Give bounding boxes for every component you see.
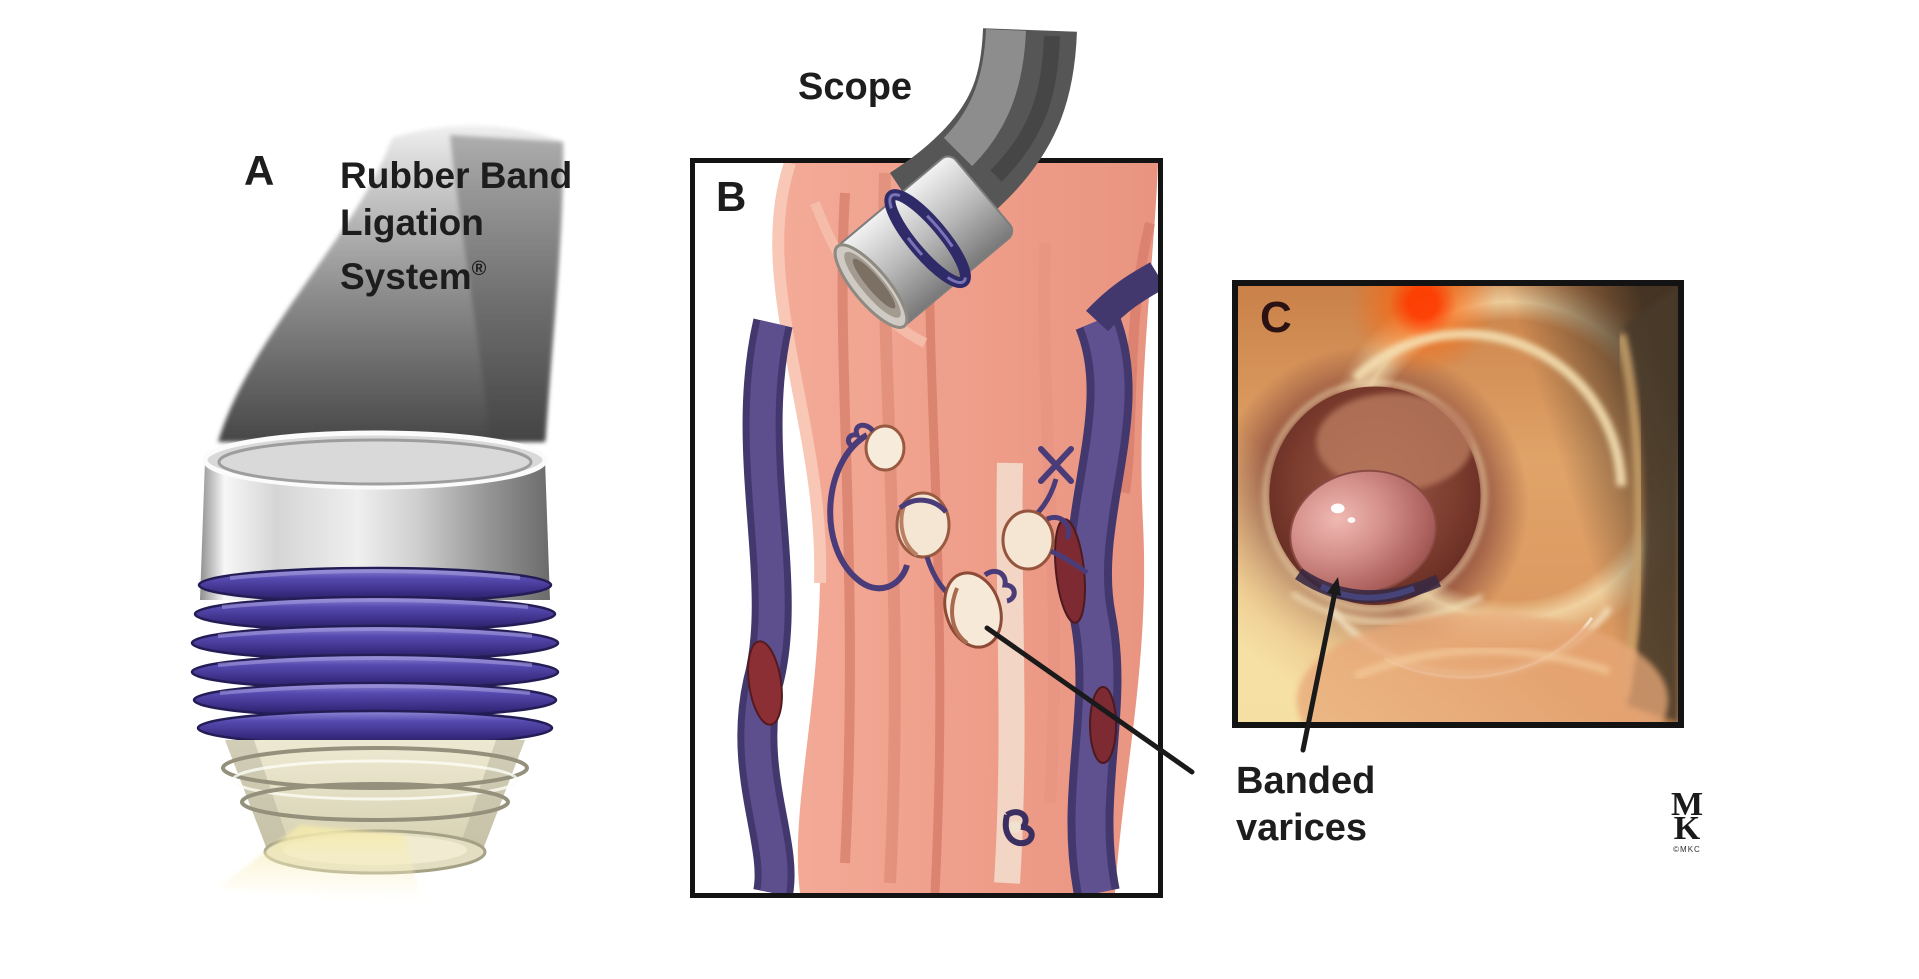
panel-a-band-highlights	[217, 569, 533, 695]
callout-line2: varices	[1236, 807, 1368, 849]
left-varix-vein	[737, 318, 795, 893]
panel-a-caption-line2: Ligation	[340, 202, 484, 243]
monogram-caption: ©MKC	[1673, 845, 1701, 854]
monogram-letter-m: M	[1670, 786, 1704, 823]
registered-trademark-symbol: ®	[471, 258, 487, 280]
panel-c-label: C	[1260, 293, 1292, 342]
panel-c-photo	[1262, 286, 1678, 722]
panel-a-caption-line1: Rubber Band	[340, 155, 573, 196]
monogram-letter-k: K	[1673, 810, 1701, 847]
small-varix-squiggle	[1002, 809, 1035, 847]
panel-a-caption: Rubber Band Ligation System®	[340, 152, 572, 300]
illustrator-monogram: M K ©MKC	[1642, 786, 1732, 855]
panel-a-illustration	[190, 125, 564, 903]
panel-b-illustration	[737, 163, 1158, 893]
right-varix-vein	[1054, 262, 1158, 893]
panel-a-silver-barrel	[200, 430, 550, 600]
banded-varices-cluster	[827, 422, 1089, 649]
photo-banded-varix-ball	[1289, 469, 1484, 625]
panel-a-caption-line3: System	[340, 256, 472, 297]
banded-varices-callout: Banded varices	[1236, 758, 1375, 852]
panel-b-label: B	[716, 173, 747, 220]
scope-label: Scope	[798, 66, 913, 108]
panel-a-rubber-band-stack	[190, 566, 560, 747]
panel-a-light-beam	[218, 825, 422, 903]
panel-a-scope-shaft	[218, 125, 564, 442]
panel-a-label: A	[244, 147, 275, 194]
panel-b-frame	[690, 158, 1163, 898]
callout-line1: Banded	[1236, 760, 1376, 802]
panel-c-frame: C	[1232, 280, 1684, 728]
photo-lower-tissue	[1296, 612, 1669, 722]
